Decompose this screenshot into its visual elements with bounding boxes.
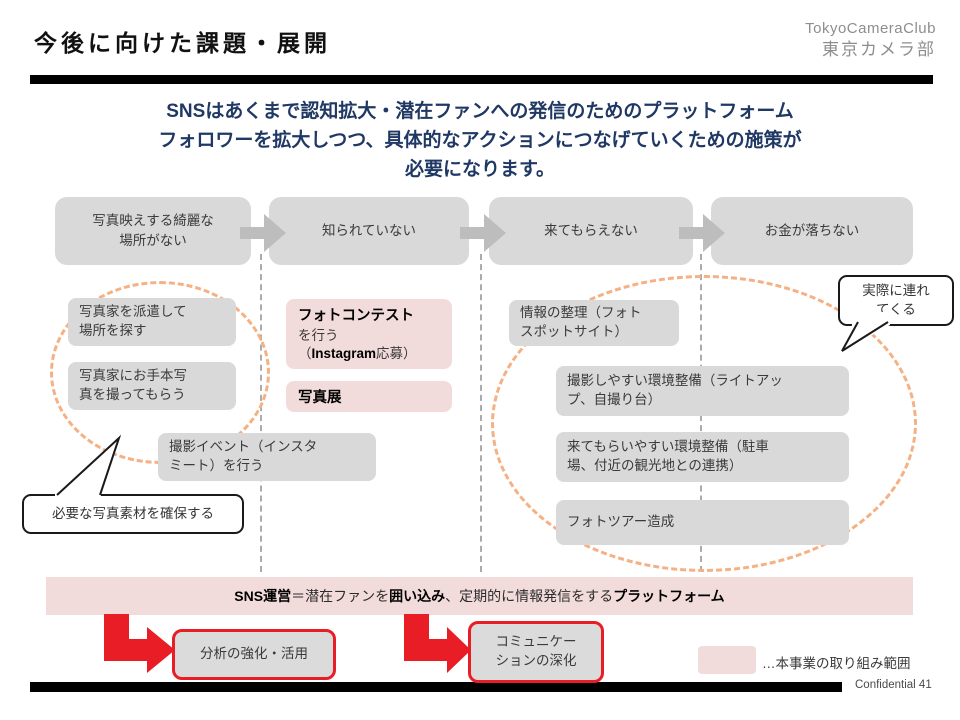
- legend-swatch: [698, 646, 756, 674]
- photo-contest-box: フォトコンテスト を行う （Instagram応募）: [286, 299, 452, 369]
- footer-bar: [30, 682, 842, 692]
- headline-line3: 必要になります。: [404, 159, 556, 180]
- sample-photo-box: 写真家にお手本写 真を撮ってもらう: [68, 362, 236, 410]
- confidential-label: Confidential 41: [855, 679, 932, 691]
- visit-environment-box: 来てもらいやすい環境整備（駐車 場、付近の観光地との連携）: [556, 432, 849, 482]
- legend-label: …本事業の取り組み範囲: [762, 656, 911, 671]
- photo-event-box: 撮影イベント（インスタ ミート）を行う: [158, 433, 376, 481]
- title-underline: [30, 75, 933, 84]
- headline: SNSはあくまで認知拡大・潜在ファンへの発信のためのプラットフォーム フォロワー…: [0, 97, 960, 184]
- flow-box-no-photogenic-spot: 写真映えする綺麗な 場所がない: [55, 197, 251, 265]
- column-divider-1: [260, 254, 262, 572]
- flow-box-no-spending: お金が落ちない: [711, 197, 913, 265]
- tokyo-camera-club-logo: TokyoCameraClub 東京カメラ部: [805, 20, 936, 60]
- focus-ellipse-right: [491, 275, 917, 572]
- headline-line2: フォロワーを拡大しつつ、具体的なアクションにつなげていくための施策が: [158, 130, 802, 151]
- analysis-strengthen-box: 分析の強化・活用: [172, 629, 336, 680]
- photo-exhibition-box: 写真展: [286, 381, 452, 412]
- photo-contest-title: フォトコンテスト: [298, 308, 414, 324]
- callout-bring-visitors: 実際に連れ てくる: [838, 275, 954, 326]
- communication-deepen-box: コミュニケー ションの深化: [468, 621, 604, 683]
- headline-line1: SNSはあくまで認知拡大・潜在ファンへの発信のためのプラットフォーム: [166, 101, 794, 122]
- page-title: 今後に向けた課題・展開: [34, 30, 331, 56]
- shooting-environment-box: 撮影しやすい環境整備（ライトアッ プ、自撮り台）: [556, 366, 849, 416]
- info-organize-box: 情報の整理（フォト スポットサイト）: [509, 300, 679, 346]
- flow-box-unknown: 知られていない: [269, 197, 469, 265]
- flow-box-no-visitors: 来てもらえない: [489, 197, 693, 265]
- logo-japanese-text: 東京カメラ部: [822, 39, 936, 59]
- dispatch-photographer-box: 写真家を派遣して 場所を探す: [68, 298, 236, 346]
- column-divider-2: [480, 254, 482, 572]
- photo-tour-box: フォトツアー造成: [556, 500, 849, 545]
- sns-platform-bar: SNS運営＝潜在ファンを囲い込み、定期的に情報発信をするプラットフォーム: [46, 577, 913, 615]
- photo-contest-line2: を行う: [298, 327, 339, 343]
- photo-contest-line3: （Instagram応募）: [298, 345, 417, 361]
- callout-secure-materials: 必要な写真素材を確保する: [22, 494, 244, 534]
- logo-english-text: TokyoCameraClub: [805, 20, 936, 37]
